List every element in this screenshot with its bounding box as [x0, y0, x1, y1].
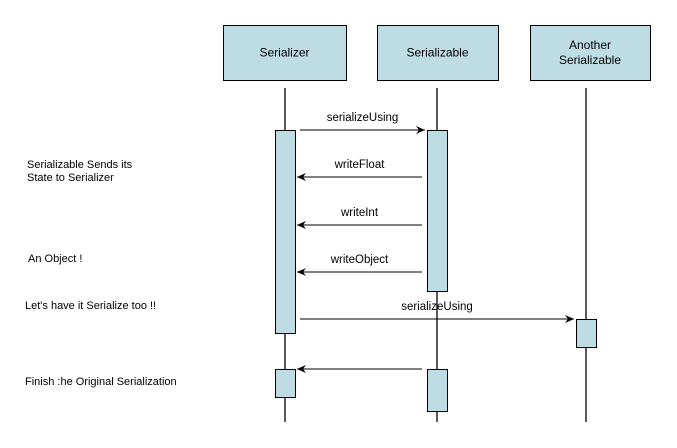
arrowhead-icon: [297, 268, 306, 276]
arrowhead-icon: [297, 365, 306, 373]
arrowhead-icon: [565, 315, 574, 323]
activation-bar-serializable: [427, 130, 448, 292]
note-state-to-serializer: Serializable Sends its State to Serializ…: [27, 159, 133, 184]
message-label: writeInt: [340, 207, 379, 219]
message-label: serializeUsing: [327, 112, 399, 124]
arrowhead-icon: [297, 173, 306, 181]
activation-bar-serializable: [427, 369, 448, 412]
participant-box-serializer: [223, 25, 347, 81]
message-label: writeObject: [330, 254, 389, 266]
note-an-object: An Object !: [28, 253, 83, 265]
participant-label-another: Serializable: [559, 53, 621, 67]
participant-label-another: Another: [569, 38, 611, 52]
participant-label-serializable: Serializable: [406, 46, 468, 60]
participant-box-another: [530, 25, 651, 81]
note-finish-serialization: Finish :he Original Serialization: [25, 376, 177, 388]
arrowhead-icon: [297, 221, 306, 229]
note-serialize-too: Let's have it Serialize too !!: [25, 300, 157, 312]
activation-bar-serializer: [275, 369, 296, 398]
activation-bar-serializer: [275, 130, 296, 334]
message-label: writeFloat: [334, 159, 386, 171]
participant-box-serializable: [377, 25, 499, 81]
message-label: serializeUsing: [401, 301, 473, 313]
participant-label-serializer: Serializer: [259, 46, 309, 60]
activation-bar-another: [576, 319, 597, 348]
arrowhead-icon: [416, 126, 425, 134]
